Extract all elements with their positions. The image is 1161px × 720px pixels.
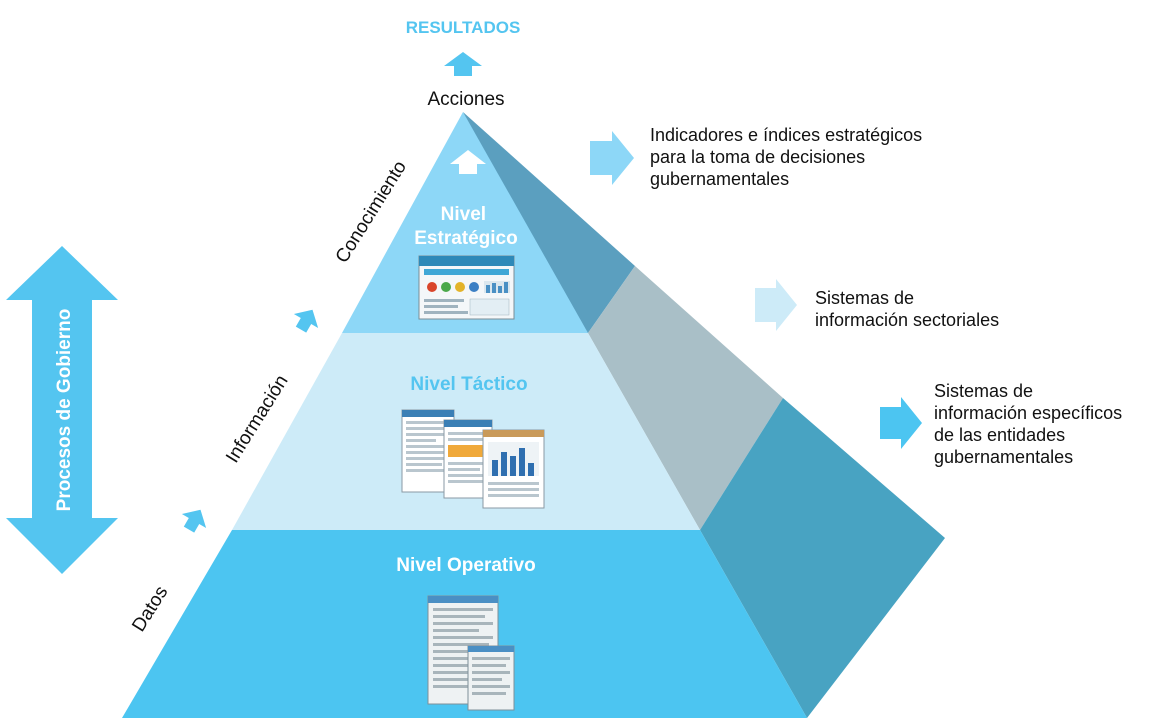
side-face-operative [700,398,945,718]
level-strategic-line-1: Nivel [441,204,486,225]
right-arrow-icon-operative [880,397,922,449]
note-strategic-line-2: para la toma de decisiones [650,147,865,167]
note-tactical: Sistemas de información sectoriales [815,288,999,330]
right-arrow-icon-strategic [590,131,634,185]
reports-screenshot-icon [401,409,545,509]
note-tactical-line-1: Sistemas de [815,288,914,308]
pyramid-side [463,112,945,718]
note-strategic-line-3: gubernamentales [650,169,789,189]
apex-up-arrow-icon [450,150,486,174]
level-tactical-title: Nivel Táctico [410,374,527,395]
note-operative-line-3: de las entidades [934,425,1065,445]
note-operative-line-1: Sistemas de [934,381,1033,401]
right-arrow-icon-tactical [755,279,797,331]
note-operative-line-4: gubernamentales [934,447,1073,467]
dashboard-screenshot-icon [418,255,515,320]
level-strategic-line-2: Estratégico [414,228,517,249]
forms-screenshot-icon [427,595,515,711]
vertical-arrow-label: Procesos de Gobierno [54,309,75,512]
note-operative-line-2: información específicos [934,403,1122,423]
side-face-tactical [588,266,783,530]
note-strategic: Indicadores e índices estratégicos para … [650,125,927,189]
results-label: RESULTADOS [406,18,521,37]
actions-label: Acciones [427,89,504,110]
results-arrow-icon [444,52,482,76]
note-strategic-line-1: Indicadores e índices estratégicos [650,125,922,145]
level-strategic-title: Nivel Estratégico [414,204,517,249]
diagonal-arrow-icon-datos [181,509,207,533]
level-operative-title: Nivel Operativo [396,555,535,576]
stage-datos-label: Datos [128,582,172,635]
diagonal-arrow-icon-informacion [293,309,319,333]
note-tactical-line-2: información sectoriales [815,310,999,330]
note-operative: Sistemas de información específicos de l… [934,381,1127,467]
side-face-strategic [463,112,635,333]
double-arrow-icon [6,246,118,574]
level-strategic-face [342,112,588,333]
